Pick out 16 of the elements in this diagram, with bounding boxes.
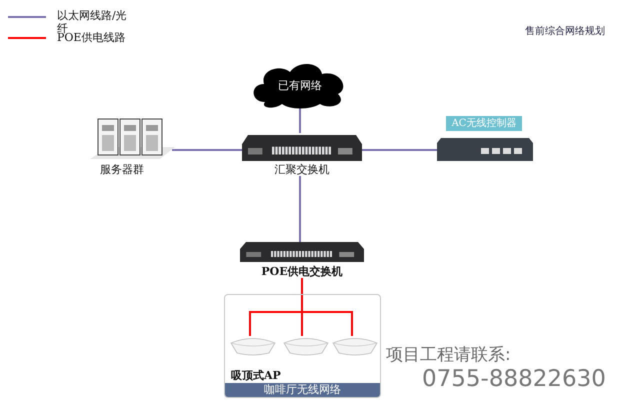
node-label: 汇聚交换机 bbox=[274, 162, 330, 177]
connector-line bbox=[301, 278, 353, 336]
node-label: POE供电交换机 bbox=[260, 264, 344, 279]
node-label: 服务器群 bbox=[100, 162, 144, 177]
connector-line bbox=[299, 176, 301, 243]
connector-line bbox=[362, 149, 437, 151]
device-label: AC无线控制器 bbox=[446, 116, 522, 131]
connector-line bbox=[172, 149, 242, 151]
title: 售前综合网络规划 bbox=[525, 24, 605, 38]
group-box bbox=[224, 294, 381, 398]
cloud-label: 已有网络 bbox=[277, 78, 323, 93]
connector-line bbox=[299, 108, 301, 133]
group-label: 吸顶式AP bbox=[231, 368, 281, 383]
phone-number: 0755-88822630 bbox=[422, 366, 606, 392]
group-title: 咖啡厅无线网络 bbox=[225, 383, 380, 397]
contact-label: 项目工程请联系: bbox=[386, 344, 511, 366]
